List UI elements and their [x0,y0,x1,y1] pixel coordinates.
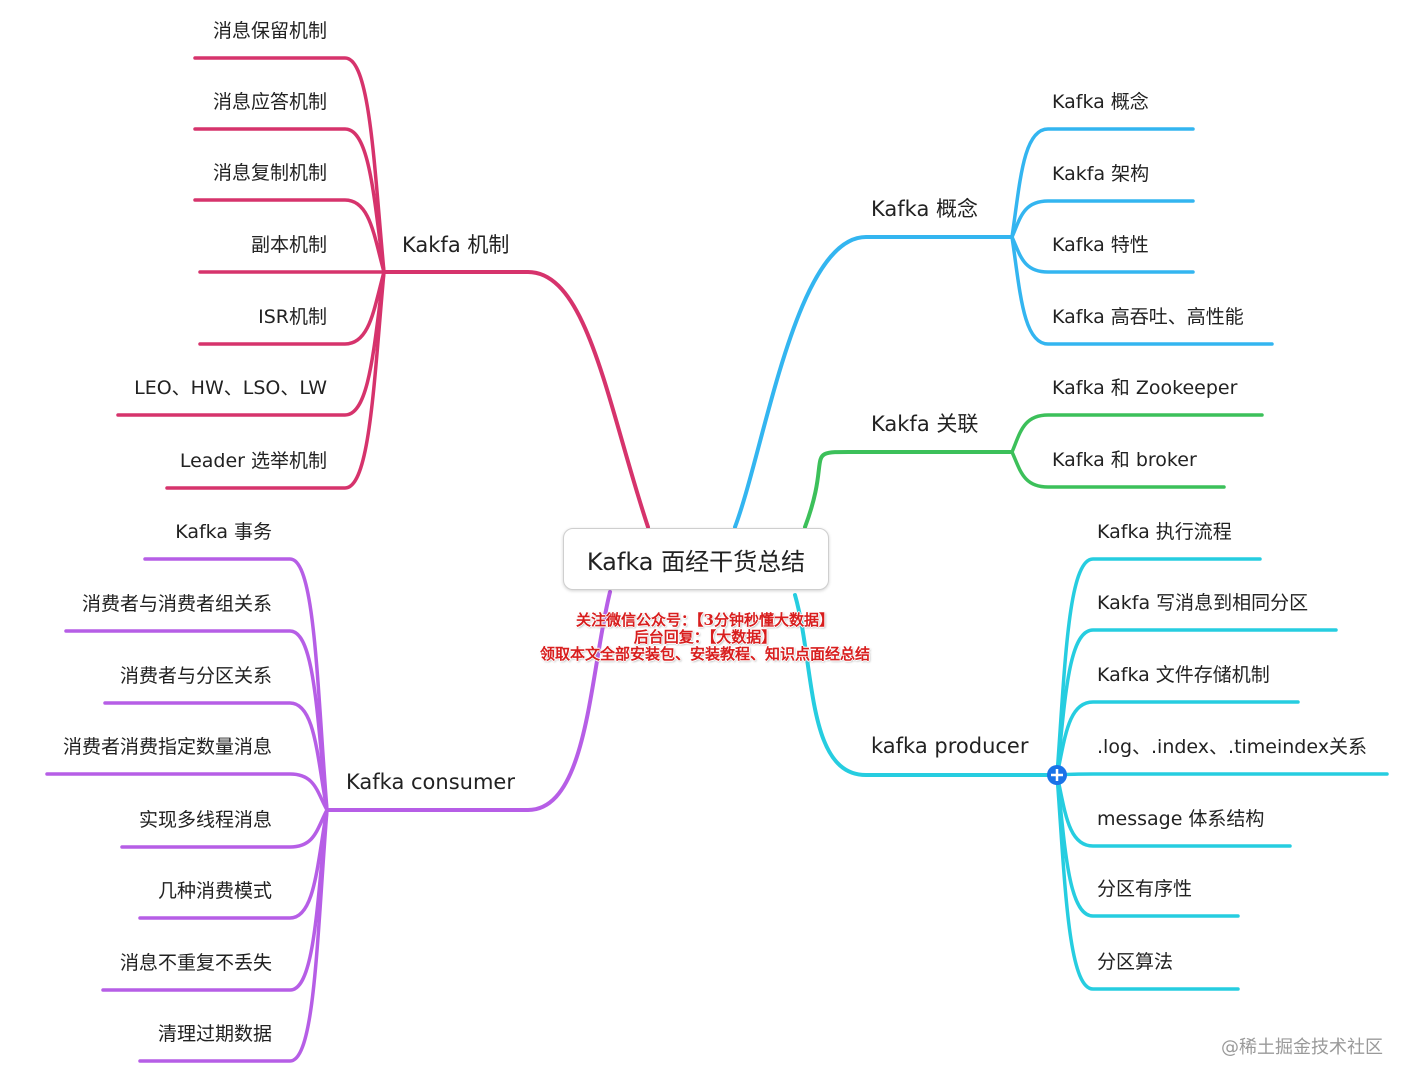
child-label-consumer-0[interactable]: Kafka 事务 [175,521,272,543]
child-edge-consumer-2 [103,701,329,812]
child-label-producer-5[interactable]: 分区有序性 [1097,878,1192,900]
child-edge-mechanism-1 [193,127,386,274]
child-edge-consumer-3 [45,772,329,812]
child-label-concept-3[interactable]: Kafka 高吞吐、高性能 [1052,306,1244,328]
child-label-mechanism-5[interactable]: LEO、HW、LSO、LW [134,377,327,399]
central-topic[interactable]: Kafka 面经干货总结 [563,528,829,590]
branch-label-mechanism[interactable]: Kakfa 机制 [402,233,509,257]
branch-edge-consumer [325,590,612,812]
child-edge-relation-0 [1010,413,1264,454]
branch-label-consumer[interactable]: Kafka consumer [346,770,515,794]
child-edge-concept-0 [1010,127,1195,239]
child-label-producer-1[interactable]: Kakfa 写消息到相同分区 [1097,592,1308,614]
watermark: @稀土掘金技术社区 [1221,1037,1383,1058]
child-label-producer-3[interactable]: .log、.index、.timeindex关系 [1097,736,1367,758]
promo-line-2: 后台回复：【大数据】 [633,628,777,646]
central-topic-label: Kafka 面经干货总结 [586,547,806,576]
branch-edge-mechanism [382,270,650,529]
promo-overlay: 关注微信公众号：【3分钟秒懂大数据】 后台回复：【大数据】 领取本文全部安装包、… [500,612,910,663]
branch-label-producer[interactable]: kafka producer [871,734,1029,758]
child-label-concept-2[interactable]: Kafka 特性 [1052,234,1149,256]
branch-edge-producer [793,593,1059,777]
child-label-producer-4[interactable]: message 体系结构 [1097,808,1264,830]
child-edge-concept-3 [1010,235,1274,346]
branch-edge-concept [733,235,1014,529]
child-label-consumer-2[interactable]: 消费者与分区关系 [120,665,272,687]
child-label-mechanism-2[interactable]: 消息复制机制 [213,162,327,184]
child-edge-producer-6 [1055,773,1240,991]
child-edge-producer-2 [1055,700,1300,777]
child-edge-concept-1 [1010,199,1195,239]
child-label-consumer-5[interactable]: 几种消费模式 [158,880,272,902]
child-label-mechanism-6[interactable]: Leader 选举机制 [180,450,327,472]
child-edge-consumer-7 [138,808,329,1063]
child-label-relation-1[interactable]: Kafka 和 broker [1052,449,1197,471]
promo-line-1: 关注微信公众号：【3分钟秒懂大数据】 [576,611,834,629]
child-edge-mechanism-0 [193,56,386,274]
child-label-mechanism-0[interactable]: 消息保留机制 [213,20,327,42]
child-label-mechanism-4[interactable]: ISR机制 [258,306,327,328]
branch-edge-relation [803,449,1014,529]
child-label-mechanism-3[interactable]: 副本机制 [251,234,327,256]
child-label-concept-1[interactable]: Kakfa 架构 [1052,163,1149,185]
child-label-mechanism-1[interactable]: 消息应答机制 [213,91,327,113]
child-label-producer-2[interactable]: Kafka 文件存储机制 [1097,664,1270,686]
child-edge-mechanism-6 [165,270,386,490]
child-edge-mechanism-2 [193,198,386,274]
child-label-producer-6[interactable]: 分区算法 [1097,951,1173,973]
branch-label-concept[interactable]: Kafka 概念 [871,197,978,221]
child-edge-consumer-1 [64,629,329,812]
child-label-producer-0[interactable]: Kafka 执行流程 [1097,521,1232,543]
expand-toggle[interactable] [1047,765,1067,785]
child-edge-consumer-4 [120,808,329,849]
child-label-concept-0[interactable]: Kafka 概念 [1052,90,1149,113]
child-label-consumer-6[interactable]: 消息不重复不丢失 [120,952,272,974]
child-label-consumer-7[interactable]: 清理过期数据 [158,1023,272,1045]
branch-label-relation[interactable]: Kakfa 关联 [871,412,978,436]
child-label-consumer-3[interactable]: 消费者消费指定数量消息 [63,736,272,758]
child-label-consumer-1[interactable]: 消费者与消费者组关系 [82,593,272,615]
child-edge-producer-1 [1055,628,1338,777]
child-edge-producer-3 [1055,772,1389,777]
child-edge-relation-1 [1010,450,1226,489]
child-label-consumer-4[interactable]: 实现多线程消息 [139,809,272,831]
child-label-relation-0[interactable]: Kafka 和 Zookeeper [1052,377,1238,399]
promo-line-3: 领取本文全部安装包、安装教程、知识点面经总结 [539,645,870,663]
